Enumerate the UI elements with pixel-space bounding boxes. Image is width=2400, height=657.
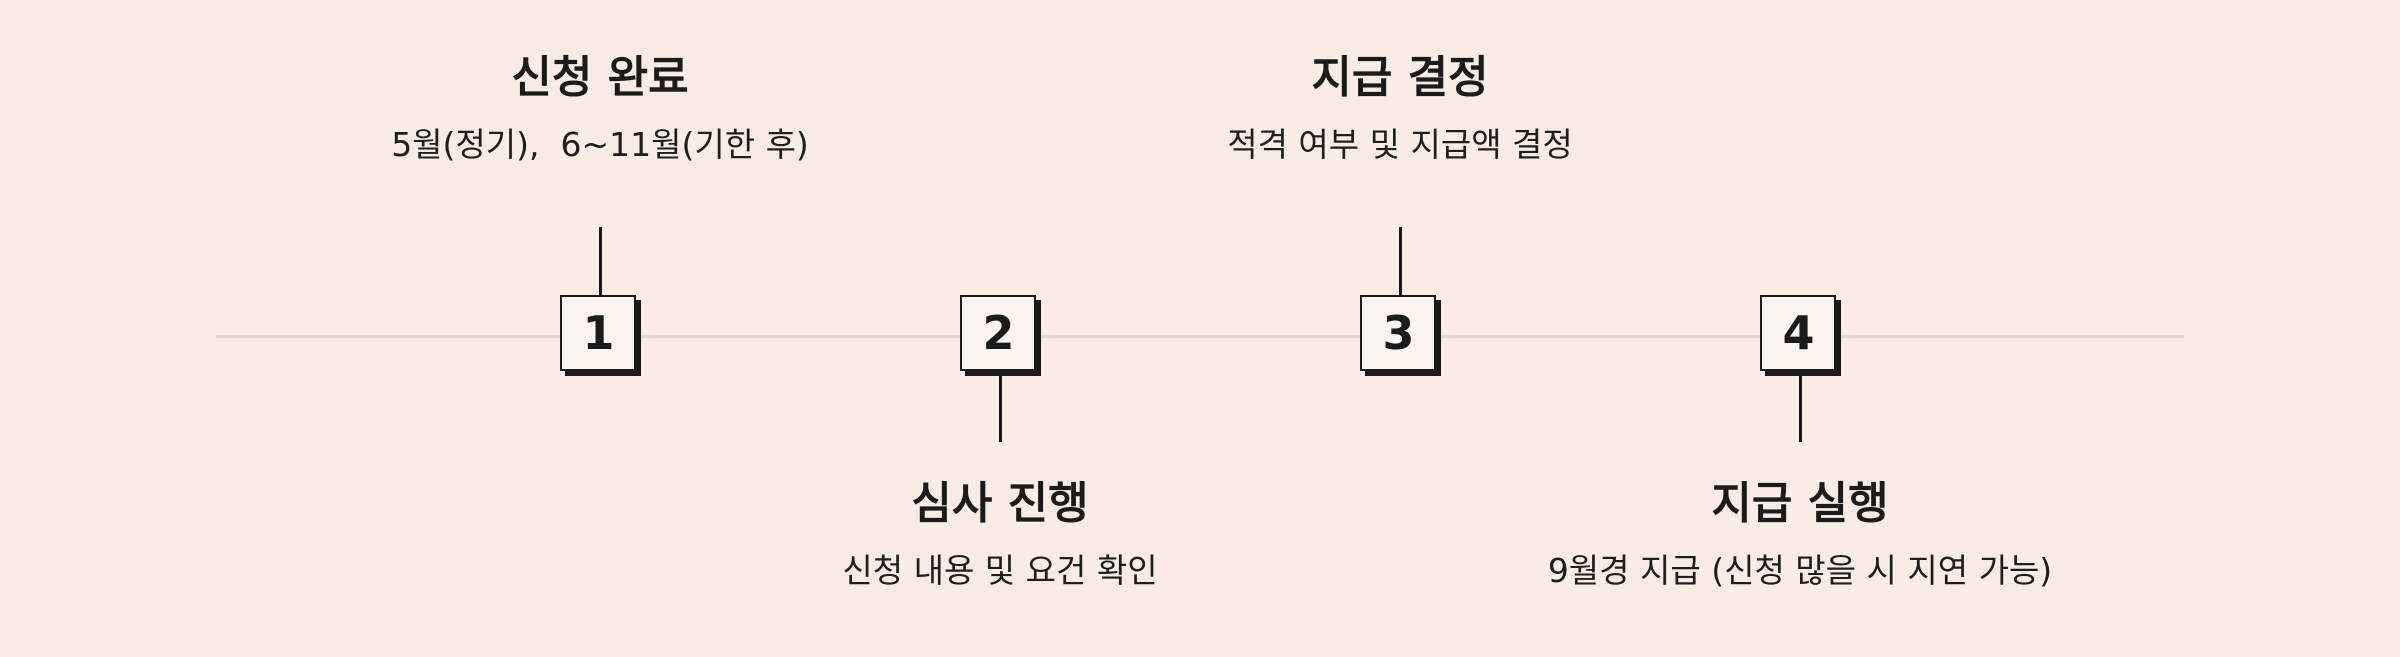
step-2-description: 신청 내용 및 요건 확인	[842, 551, 1158, 590]
step-1-number-box: 1	[560, 295, 636, 371]
step-3-number-box: 3	[1360, 295, 1436, 371]
step-2-connector	[999, 376, 1002, 442]
step-3-number: 3	[1382, 306, 1414, 360]
step-2-label: 심사 진행 신청 내용 및 요건 확인	[550, 478, 1450, 590]
step-2-title: 심사 진행	[911, 478, 1089, 529]
step-4-connector	[1799, 376, 1802, 442]
step-1-description: 5월(정기), 6~11월(기한 후)	[391, 125, 809, 164]
step-3-title: 지급 결정	[1311, 52, 1489, 103]
step-3-label: 지급 결정 적격 여부 및 지급액 결정	[950, 52, 1850, 164]
step-3-connector	[1399, 227, 1402, 295]
step-1-label: 신청 완료 5월(정기), 6~11월(기한 후)	[150, 52, 1050, 164]
step-1-connector	[599, 227, 602, 295]
step-4-number-box: 4	[1760, 295, 1836, 371]
step-1-title: 신청 완료	[511, 52, 689, 103]
step-2-number-box: 2	[960, 295, 1036, 371]
timeline-line	[216, 335, 2184, 338]
step-1-number: 1	[582, 306, 614, 360]
step-4-title: 지급 실행	[1711, 478, 1889, 529]
step-4-number: 4	[1782, 306, 1814, 360]
step-4-description: 9월경 지급 (신청 많을 시 지연 가능)	[1547, 551, 2053, 590]
step-3-description: 적격 여부 및 지급액 결정	[1227, 125, 1573, 164]
step-4-label: 지급 실행 9월경 지급 (신청 많을 시 지연 가능)	[1350, 478, 2250, 590]
step-2-number: 2	[982, 306, 1014, 360]
